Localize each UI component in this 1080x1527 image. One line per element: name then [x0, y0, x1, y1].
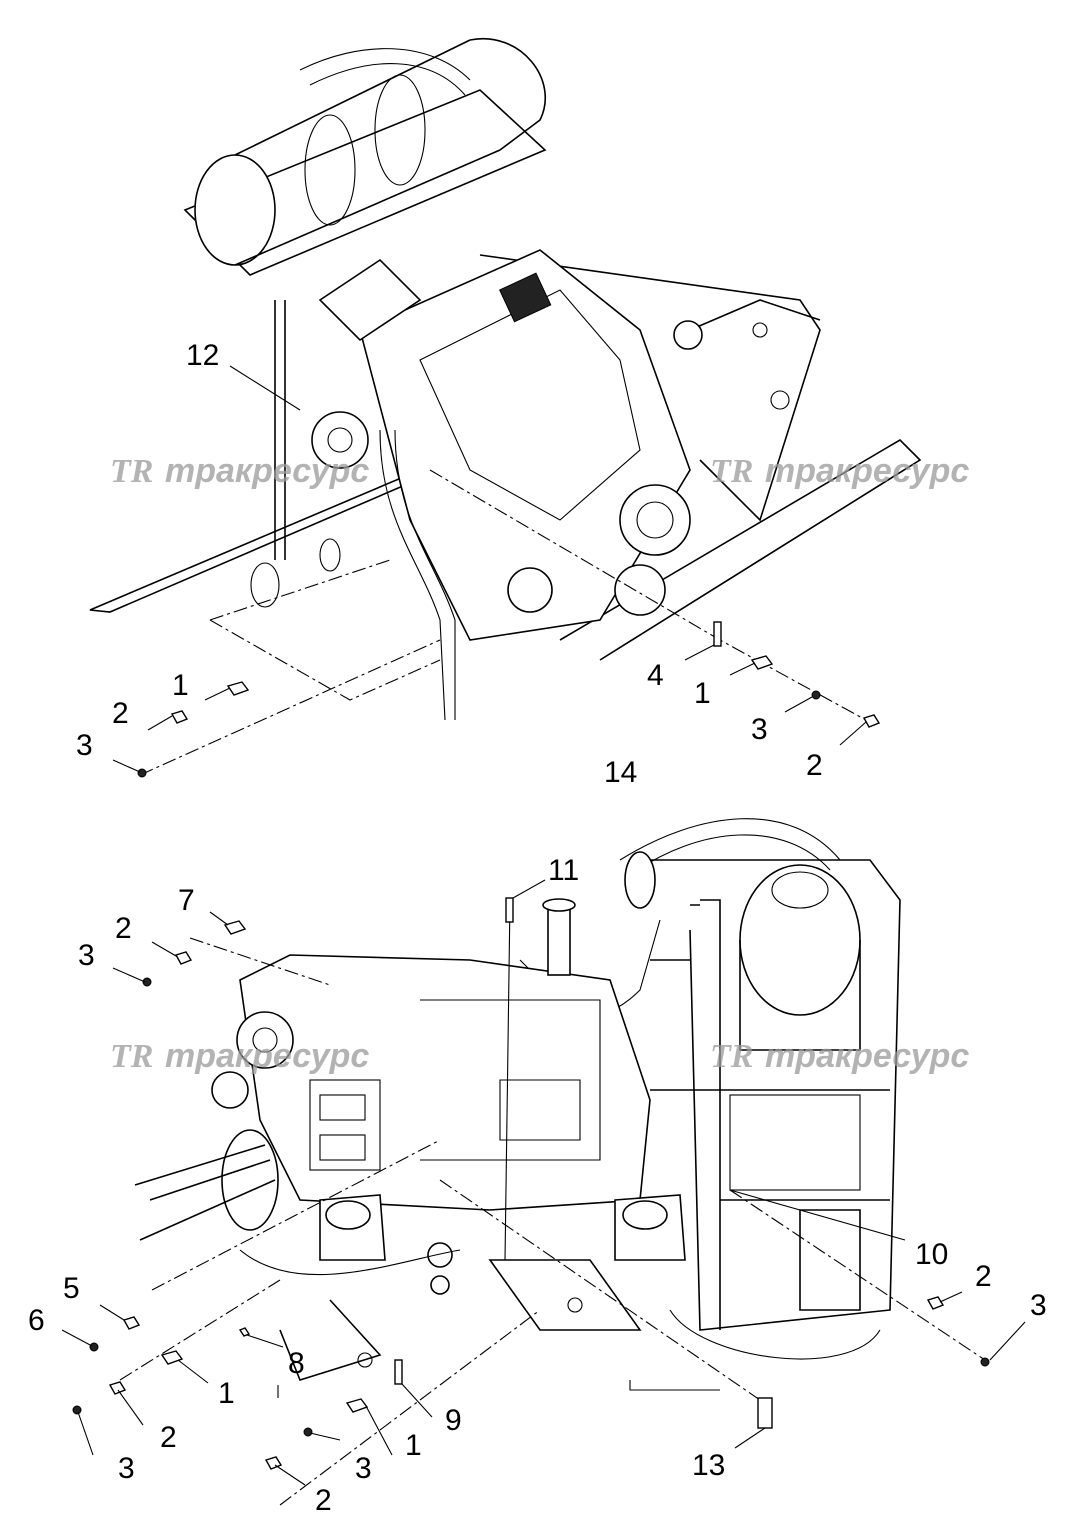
callout-7: 7: [178, 884, 195, 917]
top-engine-assembly: [89, 37, 922, 778]
callout-6: 6: [28, 1304, 45, 1337]
bottom-leader-lines: [61, 879, 1026, 1486]
callout-3: 3: [118, 1452, 135, 1485]
callout-5: 5: [63, 1272, 80, 1305]
callout-2: 2: [806, 749, 823, 782]
callout-9: 9: [445, 1404, 462, 1437]
callout-8: 8: [288, 1347, 305, 1380]
callout-4: 4: [647, 659, 664, 692]
callout-1: 1: [218, 1377, 235, 1410]
watermark-top-left: TR тракресурс: [110, 452, 369, 490]
callout-13: 13: [692, 1449, 725, 1482]
callout-labels: 12 1 2 3 4 1 3 2 14 11 7 2 3 10 2 3 5 6 …: [28, 339, 1047, 1517]
svg-text:тракресурс: тракресурс: [165, 1037, 369, 1075]
svg-text:тракресурс: тракресурс: [765, 452, 969, 490]
svg-text:тракресурс: тракресурс: [765, 1037, 969, 1075]
svg-text:тракресурс: тракресурс: [165, 452, 369, 490]
svg-text:TR: TR: [710, 453, 753, 490]
svg-text:TR: TR: [710, 1038, 753, 1075]
svg-text:TR: TR: [110, 1038, 153, 1075]
callout-2: 2: [160, 1421, 177, 1454]
callout-3: 3: [78, 939, 95, 972]
callout-3: 3: [1030, 1289, 1047, 1322]
callout-2: 2: [315, 1484, 332, 1517]
callout-14: 14: [604, 756, 637, 789]
watermark-top-right: TR тракресурс: [710, 452, 969, 490]
callout-10: 10: [915, 1238, 948, 1271]
callout-12: 12: [186, 339, 219, 372]
bottom-engine-assembly: [72, 818, 990, 1506]
watermark-bottom-left: TR тракресурс: [110, 1037, 369, 1075]
watermark-bottom-right: TR тракресурс: [710, 1037, 969, 1075]
callout-1: 1: [405, 1429, 422, 1462]
callout-2: 2: [975, 1260, 992, 1293]
callout-2: 2: [112, 697, 129, 730]
callout-3: 3: [355, 1452, 372, 1485]
svg-text:TR: TR: [110, 453, 153, 490]
callout-1: 1: [172, 669, 189, 702]
callout-11: 11: [548, 854, 579, 887]
callout-1: 1: [694, 677, 711, 710]
top-leader-lines: [112, 365, 867, 773]
callout-2: 2: [115, 912, 132, 945]
callout-3: 3: [76, 729, 93, 762]
callout-3: 3: [751, 713, 768, 746]
